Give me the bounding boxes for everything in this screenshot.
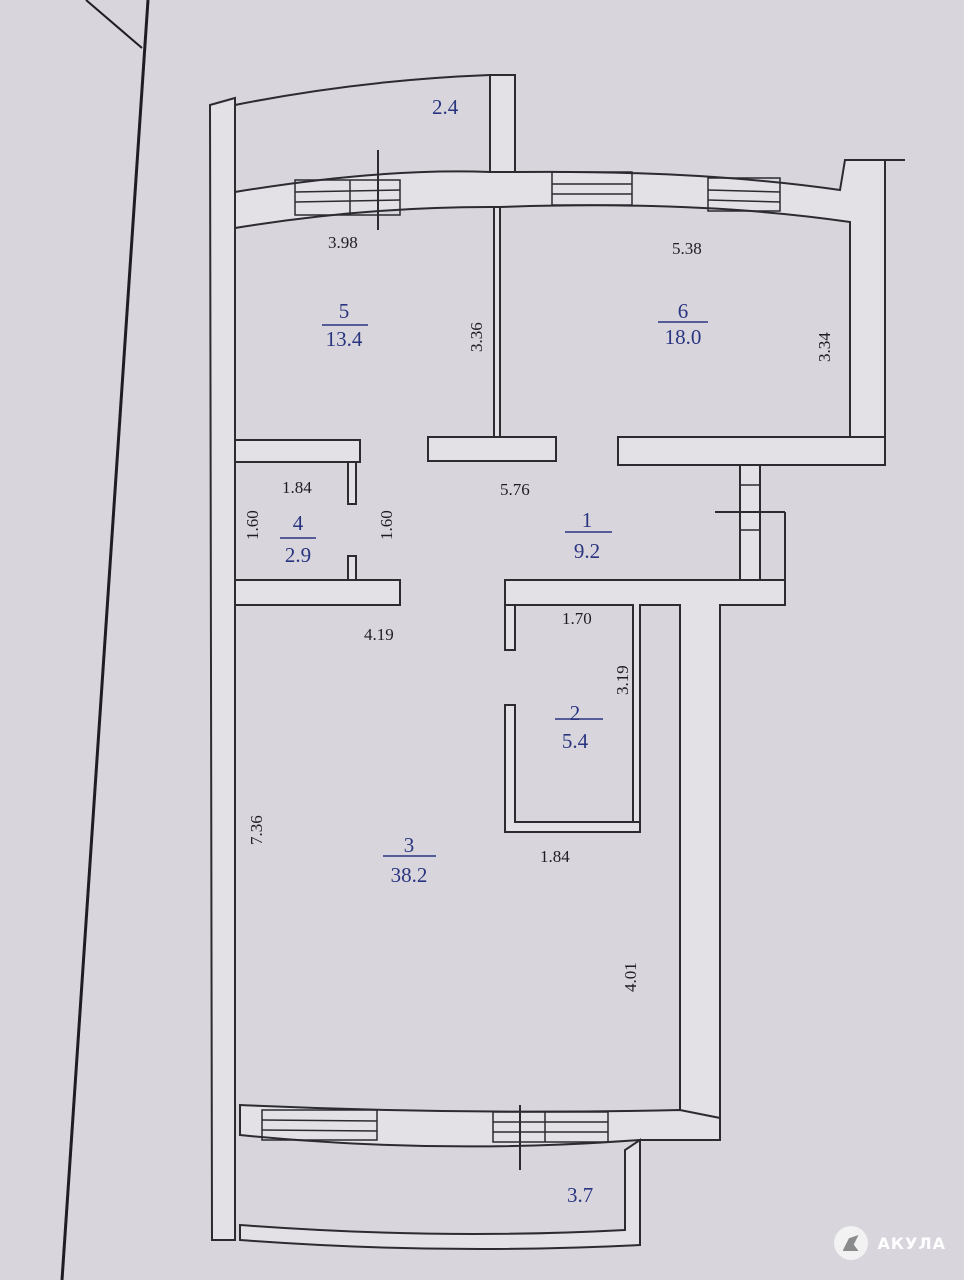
- room-4-label: 4 2.9: [280, 511, 316, 567]
- dim-room2-bottom: 1.84: [540, 847, 570, 866]
- top-balcony-rail: [234, 74, 491, 106]
- dim-room2-height: 3.19: [613, 665, 632, 695]
- svg-text:1: 1: [582, 508, 593, 532]
- svg-text:13.4: 13.4: [326, 327, 363, 351]
- room-5-label: 5 13.4: [322, 299, 368, 351]
- dim-room5-height: 3.36: [467, 322, 486, 352]
- dim-room3-top: 4.19: [364, 625, 394, 644]
- room2-wall: [504, 704, 641, 833]
- svg-text:6: 6: [678, 299, 689, 323]
- top-balcony-area: 2.4: [432, 95, 459, 119]
- outer-wall-left: [208, 96, 236, 1241]
- wall-segment: [617, 436, 886, 466]
- svg-text:5: 5: [339, 299, 350, 323]
- svg-text:4: 4: [293, 511, 304, 535]
- svg-text:18.0: 18.0: [665, 325, 702, 349]
- bottom-balcony-rail: [239, 1138, 641, 1250]
- dim-corridor-width: 5.76: [500, 480, 530, 499]
- dim-room3-right: 4.01: [621, 962, 640, 992]
- wall-segment: [504, 579, 786, 1119]
- bottom-balcony-area: 3.7: [567, 1183, 593, 1207]
- shark-logo-icon: [833, 1226, 868, 1260]
- dim-room4-height-right: 1.60: [377, 510, 396, 540]
- window: [492, 1105, 609, 1170]
- dim-room4-height-left: 1.60: [243, 510, 262, 540]
- dim-room6-width: 5.38: [672, 239, 702, 258]
- svg-text:5.4: 5.4: [562, 729, 589, 753]
- window: [294, 150, 401, 230]
- bottom-wall: [239, 1103, 721, 1148]
- room-2-label: 2 5.4: [555, 701, 603, 753]
- room-1-label: 1 9.2: [565, 508, 612, 563]
- dim-room2-width: 1.70: [562, 609, 592, 628]
- wall-segment: [739, 464, 761, 581]
- door-jamb: [347, 555, 357, 581]
- dim-room6-height: 3.34: [815, 332, 834, 362]
- balcony-divider-wall: [489, 74, 516, 173]
- svg-text:3: 3: [404, 833, 415, 857]
- svg-text:38.2: 38.2: [391, 863, 428, 887]
- dim-room4-width: 1.84: [282, 478, 312, 497]
- dim-room3-height: 7.36: [247, 815, 266, 845]
- partition-wall: [493, 206, 501, 438]
- wall-segment: [234, 439, 361, 463]
- watermark-logo: АКУЛА: [833, 1226, 946, 1260]
- svg-text:2: 2: [570, 701, 581, 725]
- window: [551, 171, 633, 206]
- watermark-text: АКУЛА: [877, 1233, 946, 1253]
- dim-room5-width: 3.98: [328, 233, 358, 252]
- window: [707, 177, 781, 212]
- window: [261, 1109, 378, 1141]
- page-edge: [60, 0, 150, 1280]
- wall-segment: [234, 579, 401, 606]
- svg-text:2.9: 2.9: [285, 543, 311, 567]
- wall-segment: [427, 436, 557, 462]
- page-corner: [85, 0, 143, 49]
- room-3-label: 3 38.2: [383, 833, 436, 887]
- svg-text:9.2: 9.2: [574, 539, 600, 563]
- room-6-label: 6 18.0: [658, 299, 708, 349]
- door-jamb: [347, 461, 357, 505]
- door-jamb: [504, 604, 516, 651]
